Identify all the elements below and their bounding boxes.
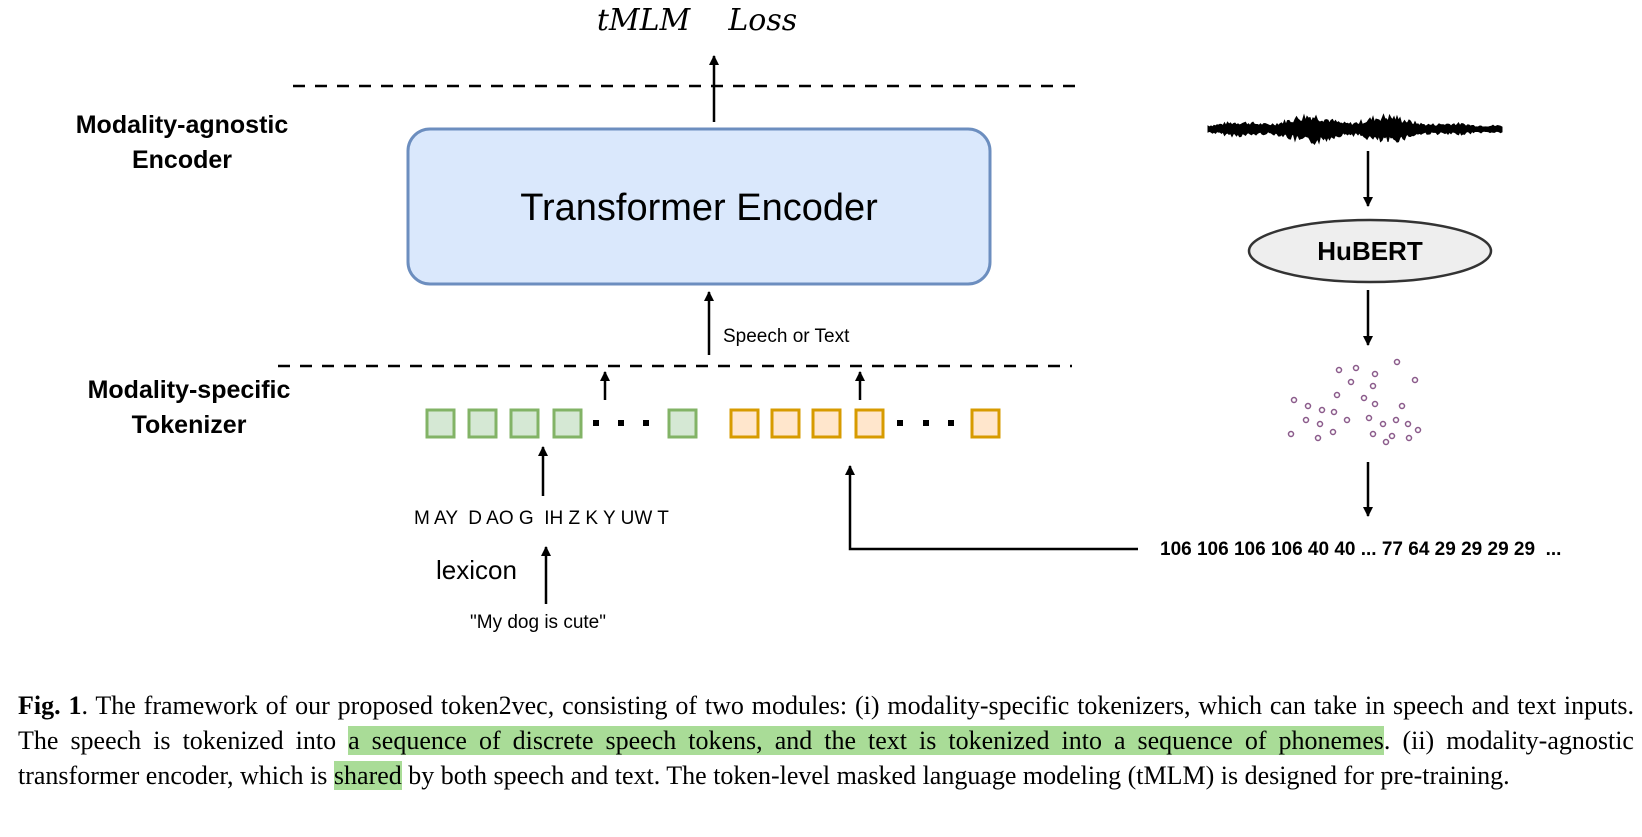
hubert-label: HuBERT xyxy=(1317,236,1423,266)
top-layer-label-line1: Modality-agnostic xyxy=(76,111,289,139)
caption-highlight1: a sequence of discrete speech tokens, an… xyxy=(348,726,1384,755)
caption-fig-label: Fig. 1 xyxy=(18,691,82,720)
speech-token xyxy=(770,408,801,439)
figure-caption: Fig. 1. The framework of our proposed to… xyxy=(18,688,1634,793)
loss-label: tMLM Loss xyxy=(597,3,797,38)
token-ids-to-speech-tokens-arrow xyxy=(845,465,1138,551)
feature-clusters xyxy=(1287,358,1422,446)
ellipsis-dot xyxy=(618,420,624,426)
lexicon-label: lexicon xyxy=(436,555,517,585)
ellipsis-dot xyxy=(923,420,929,426)
speech-or-text-label: Speech or Text xyxy=(723,326,850,347)
transformer-encoder-box xyxy=(406,127,992,286)
ellipsis-dot xyxy=(897,420,903,426)
transformer-encoder-label: Transformer Encoder xyxy=(520,187,878,229)
ellipsis-dot xyxy=(948,420,954,426)
caption-part3: by both speech and text. The token-level… xyxy=(401,761,1510,790)
speech-token xyxy=(729,408,760,439)
phoneme-token xyxy=(425,408,456,439)
speech-token xyxy=(970,408,1001,439)
ellipsis-dot xyxy=(593,420,599,426)
speech-token-sequence xyxy=(729,408,1001,439)
ellipsis-dot xyxy=(643,420,649,426)
hubert-ellipse xyxy=(1247,218,1493,284)
speech-token xyxy=(854,408,885,439)
phoneme-token xyxy=(467,408,498,439)
speech-token-ids: 106 106 106 106 40 40 ... 77 64 29 29 29… xyxy=(1160,539,1561,560)
phoneme-token xyxy=(552,408,583,439)
speech-token xyxy=(811,408,842,439)
phoneme-token xyxy=(509,408,540,439)
phoneme-sequence: M AY D AO G IH Z K Y UW T xyxy=(414,508,669,529)
top-layer-label-line2: Encoder xyxy=(132,146,232,174)
caption-part1: . The framework of our proposed token2ve… xyxy=(18,691,1635,755)
text-input-label: "My dog is cute" xyxy=(470,612,606,633)
phoneme-token xyxy=(667,408,698,439)
token2vec-diagram: tMLM Loss Modality-agnostic Encoder Moda… xyxy=(76,3,1562,633)
speech-waveform xyxy=(1207,113,1503,146)
bottom-layer-label-line2: Tokenizer xyxy=(132,411,247,439)
phoneme-token-sequence xyxy=(425,408,698,439)
bottom-layer-label-line1: Modality-specific xyxy=(88,376,291,404)
caption-part2: . (ii) modality-agnostic transformer enc… xyxy=(18,726,1634,790)
caption-highlight2: shared xyxy=(333,761,402,790)
